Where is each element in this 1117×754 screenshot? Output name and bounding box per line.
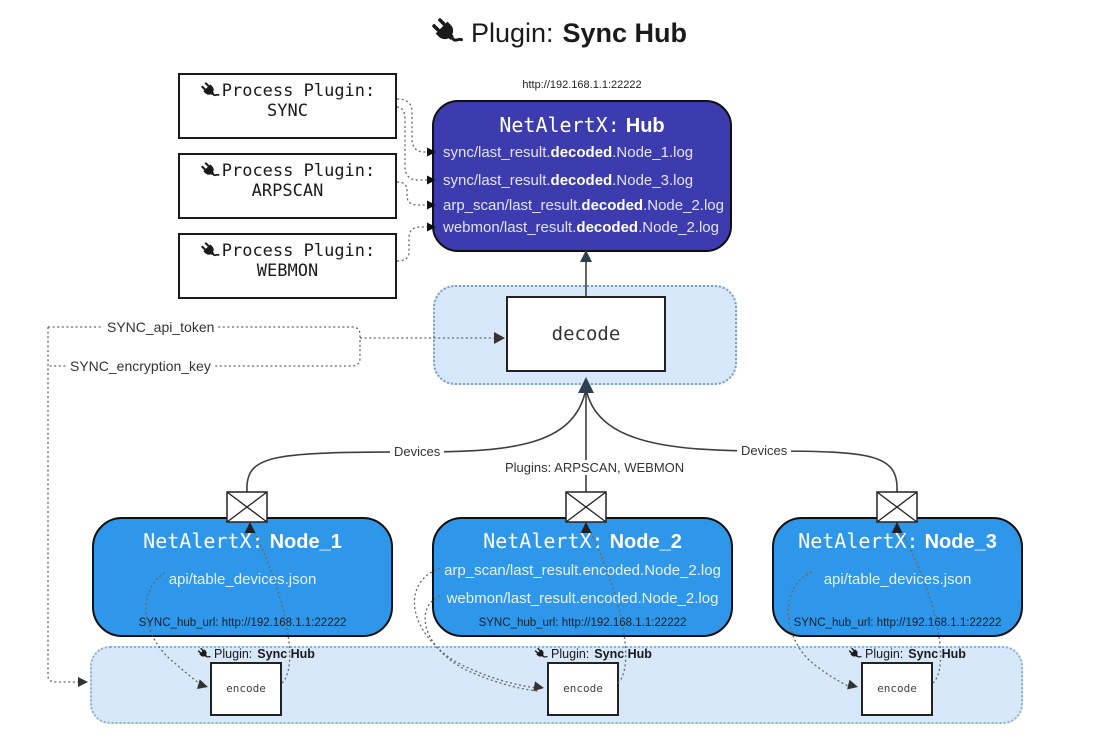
- arrowhead-into-encode-panel: [78, 677, 88, 687]
- node1-devices-curve: [246, 392, 586, 493]
- encode-box: encode: [210, 662, 282, 716]
- plug-icon: [199, 81, 220, 101]
- hub-log-line: webmon/last_result.decoded.Node_2.log: [443, 219, 719, 236]
- hub-url-label: http://192.168.1.1:22222: [522, 79, 642, 91]
- plug-icon: [199, 161, 220, 181]
- node-hub-url: SYNC_hub_url: http://192.168.1.1:22222: [793, 617, 1002, 629]
- config-api-token-label: SYNC_api_token: [103, 319, 219, 335]
- node-title-name: Node_3: [924, 531, 997, 553]
- hub-log-line: sync/last_result.decoded.Node_3.log: [443, 172, 694, 189]
- encode-box: encode: [861, 662, 933, 716]
- node-box-node3: NetAlertX:Node_3 api/table_devices.json …: [772, 517, 1023, 637]
- node-hub-url: SYNC_hub_url: http://192.168.1.1:22222: [478, 617, 687, 629]
- process-plugin-box-webmon: Process Plugin: WEBMON: [178, 233, 397, 299]
- sync-to-hub-line1: [396, 98, 430, 153]
- encode-panel-label: Plugin: Sync Hub: [166, 647, 346, 661]
- node-box-node1: NetAlertX:Node_1 api/table_devices.json …: [92, 517, 393, 637]
- node-title-prefix: NetAlertX:: [798, 529, 919, 553]
- encode-panel-label: Plugin: Sync Hub: [503, 647, 683, 661]
- process-plugin-name: SYNC: [267, 101, 308, 121]
- webmon-to-hub-line: [396, 226, 430, 262]
- page-title: Plugin: Sync Hub: [0, 16, 1117, 50]
- process-plugin-box-arpscan: Process Plugin: ARPSCAN: [178, 153, 397, 219]
- node-box-node2: NetAlertX:Node_2 arp_scan/last_result.en…: [432, 517, 733, 637]
- hub-title: NetAlertX:Hub: [434, 113, 730, 138]
- node-file: api/table_devices.json: [168, 571, 317, 588]
- plugins-edge-label: Plugins: ARPSCAN, WEBMON: [501, 460, 689, 475]
- node-title-prefix: NetAlertX:: [483, 529, 604, 553]
- process-plugin-name: WEBMON: [256, 261, 319, 281]
- config-encryption-key-label: SYNC_encryption_key: [66, 358, 215, 374]
- hub-title-prefix: NetAlertX:: [499, 113, 620, 137]
- sync-to-hub-line2: [396, 106, 430, 181]
- node-title: NetAlertX:Node_3: [774, 529, 1021, 554]
- config-to-encode-panel-line: [47, 327, 84, 683]
- encode-panel-label: Plugin: Sync Hub: [817, 647, 997, 661]
- plug-icon: [429, 16, 464, 50]
- process-plugin-label: Process Plugin:: [221, 241, 376, 261]
- node-title-prefix: NetAlertX:: [143, 529, 264, 553]
- node-title: NetAlertX:Node_1: [94, 529, 391, 554]
- decode-box: decode: [506, 296, 666, 372]
- hub-log-line: sync/last_result.decoded.Node_1.log: [443, 144, 694, 161]
- hub-title-name: Hub: [625, 115, 665, 137]
- plug-icon: [848, 647, 863, 661]
- plug-icon: [199, 241, 220, 261]
- node-title-name: Node_2: [609, 531, 682, 553]
- node-hub-url: SYNC_hub_url: http://192.168.1.1:22222: [138, 617, 347, 629]
- encode-label-prefix: Plugin:: [214, 647, 253, 661]
- encode-box: encode: [547, 662, 619, 716]
- devices-edge-label-left: Devices: [390, 444, 445, 459]
- process-plugin-box-sync: Process Plugin: SYNC: [178, 73, 397, 139]
- node-file: webmon/last_result.encoded.Node_2.log: [446, 590, 719, 607]
- encode-label-prefix: Plugin:: [551, 647, 590, 661]
- hub-box: NetAlertX:Hub sync/last_result.decoded.N…: [432, 100, 732, 252]
- process-plugin-name: ARPSCAN: [251, 181, 324, 201]
- arpscan-to-hub-line: [396, 181, 430, 206]
- plug-icon: [534, 647, 549, 661]
- process-plugin-label: Process Plugin:: [221, 81, 376, 101]
- encode-label-name: Sync Hub: [594, 647, 652, 661]
- encode-label-name: Sync Hub: [908, 647, 966, 661]
- process-plugin-label: Process Plugin:: [221, 161, 376, 181]
- hub-log-line: arp_scan/last_result.decoded.Node_2.log: [443, 197, 724, 214]
- title-prefix: Plugin:: [470, 17, 554, 48]
- node-file: api/table_devices.json: [823, 571, 972, 588]
- node-title: NetAlertX:Node_2: [434, 529, 731, 554]
- title-name: Sync Hub: [562, 17, 688, 48]
- encode-label-name: Sync Hub: [257, 647, 315, 661]
- encode-label-prefix: Plugin:: [865, 647, 904, 661]
- node-file: arp_scan/last_result.encoded.Node_2.log: [444, 562, 721, 579]
- node-title-name: Node_1: [269, 531, 342, 553]
- devices-edge-label-right: Devices: [737, 443, 792, 458]
- plug-icon: [197, 647, 212, 661]
